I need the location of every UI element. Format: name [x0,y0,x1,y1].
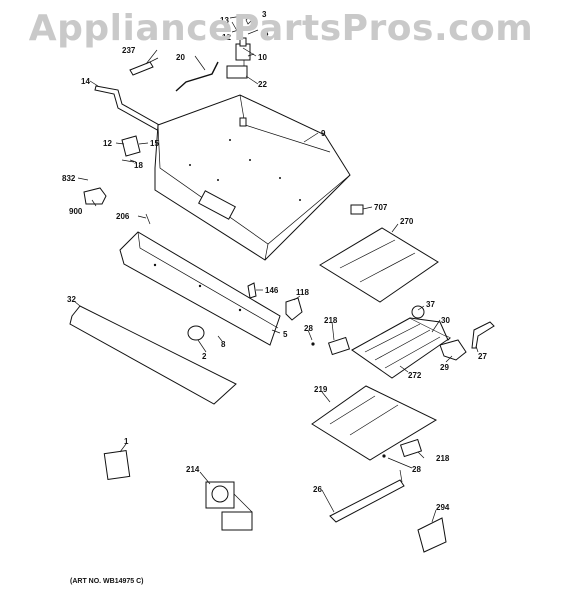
callout-30: 30 [441,316,450,325]
callout-146: 146 [265,286,279,295]
watermark: AppliancePartsPros.com [28,8,534,49]
callout-272: 272 [408,371,422,380]
part-118 [285,297,303,321]
screw-206-part [145,213,151,225]
callout-29: 29 [440,363,449,372]
callout-28: 28 [304,324,313,333]
literature-1-part [103,450,131,480]
callout-5: 5 [283,330,288,339]
tube-27-part [471,321,495,349]
callout-10: 10 [258,53,267,62]
gas-tube-20-part [175,61,219,92]
igniter-218b-part [399,438,423,458]
callout-13: 13 [220,16,229,25]
screw-28b-part [382,454,386,458]
callout-237: 237 [122,46,136,55]
part-146 [247,282,257,299]
tube-26-part [329,479,405,523]
orifice-29-part [439,339,467,361]
screw-28a-part [311,342,315,346]
callout-118: 118 [296,288,309,297]
clip-707-part [350,204,364,215]
callout-14: 14 [81,77,90,86]
callout-28b: 28 [412,465,421,474]
valve-214-part [205,481,253,531]
callout-900: 900 [69,207,83,216]
callout-707: 707 [374,203,388,212]
callout-labels: 3 13 12 8 237 20 10 22 14 9 12 15 18 832… [62,10,487,512]
callout-37: 37 [426,300,435,309]
callout-8b: 8 [221,340,226,349]
bracket-900-part [83,187,107,205]
callout-12: 12 [222,33,231,42]
baffle-270-part [319,227,439,303]
callout-22: 22 [258,80,267,89]
callout-32: 32 [67,295,76,304]
callout-294: 294 [436,503,450,512]
leader-lines [73,14,479,523]
callout-12b: 12 [103,139,112,148]
knob-2-part [187,325,205,341]
burner-272-part [351,317,451,379]
callout-8: 8 [264,29,269,38]
kick-plate-32-part [69,305,237,405]
front-panel-5-part [119,231,281,346]
art-number: (ART NO. WB14975 C) [70,578,144,585]
callout-214: 214 [186,465,200,474]
callout-20: 20 [176,53,185,62]
callout-15: 15 [150,139,159,148]
callout-219: 219 [314,385,328,394]
callout-27: 27 [478,352,487,361]
bracket-294-part [417,517,447,553]
callout-26: 26 [313,485,322,494]
callout-218: 218 [324,316,338,325]
burner-box-9-part [154,94,351,261]
igniter-218a-part [327,336,351,356]
callout-832: 832 [62,174,76,183]
callout-2: 2 [202,352,207,361]
callout-18: 18 [134,161,143,170]
callout-9: 9 [321,129,326,138]
callout-3: 3 [262,10,267,19]
part-37 [411,305,425,319]
heat-shield-219-part [311,385,438,461]
callout-270: 270 [400,217,414,226]
igniter-237-part [129,57,159,76]
callout-1: 1 [124,437,129,446]
valve-assembly-part [226,15,257,79]
callout-218b: 218 [436,454,450,463]
callout-206: 206 [116,212,130,221]
bracket-15-part [121,135,141,163]
